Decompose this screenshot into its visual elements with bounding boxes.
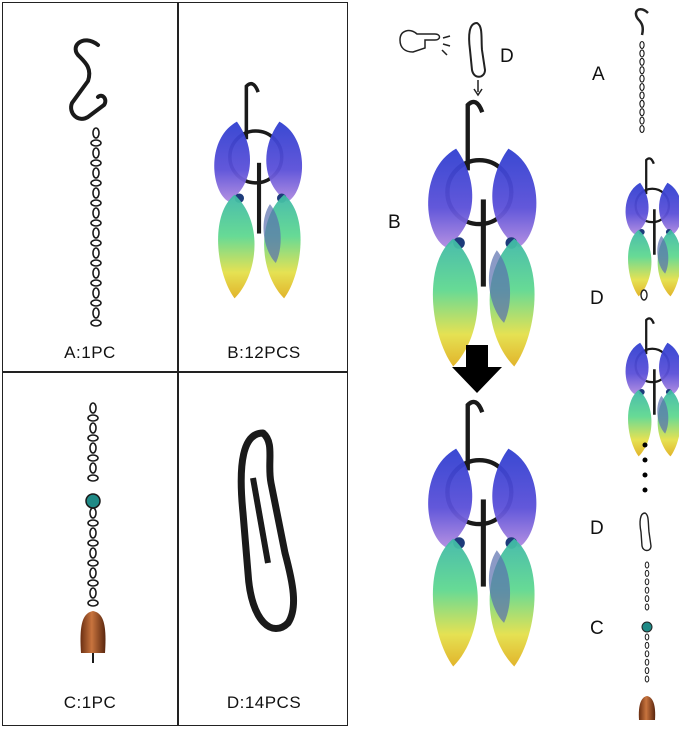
- label-part-d: D:14PCS: [226, 693, 302, 712]
- hand-pointer-icon: [399, 29, 451, 56]
- chain-pendant-1-icon: [624, 157, 679, 298]
- grid-divider-vertical: [177, 3, 179, 725]
- pendant-before-icon: [410, 105, 540, 335]
- label-part-a: A:1PC: [64, 343, 116, 362]
- bead-bell-chain-icon: [80, 402, 106, 663]
- grid-divider-horizontal: [3, 371, 347, 373]
- label-part-b: B:12PCS: [227, 343, 301, 362]
- chain-label-d-1: D: [590, 288, 604, 309]
- chain-label-c: C: [590, 618, 604, 639]
- hook-with-chain-icon: [69, 38, 108, 327]
- vertical-ellipsis-icon: [642, 442, 648, 493]
- glass-leaf-cluster-icon: [212, 81, 304, 301]
- assembly-label-d: D: [500, 46, 514, 67]
- clip-small-icon: [468, 21, 487, 78]
- parts-grid: A:1PC B:12PCS C:1PC D:14PCS: [2, 2, 348, 726]
- chain-pendant-2-icon: [624, 317, 679, 458]
- label-part-c: C:1PC: [63, 693, 117, 712]
- chain-bell-icon: [638, 561, 656, 720]
- connector-icon: [640, 289, 648, 301]
- small-down-arrow-icon: [473, 80, 483, 97]
- spring-clip-icon: [237, 429, 297, 632]
- chain-label-a: A: [592, 64, 605, 85]
- assembly-label-b: B: [388, 212, 401, 233]
- down-arrow-icon: [452, 345, 502, 393]
- chain-hook-icon: [634, 8, 649, 134]
- pendant-after-icon: [410, 405, 540, 635]
- chain-label-d-2: D: [590, 518, 604, 539]
- chain-clip-icon: [639, 512, 652, 552]
